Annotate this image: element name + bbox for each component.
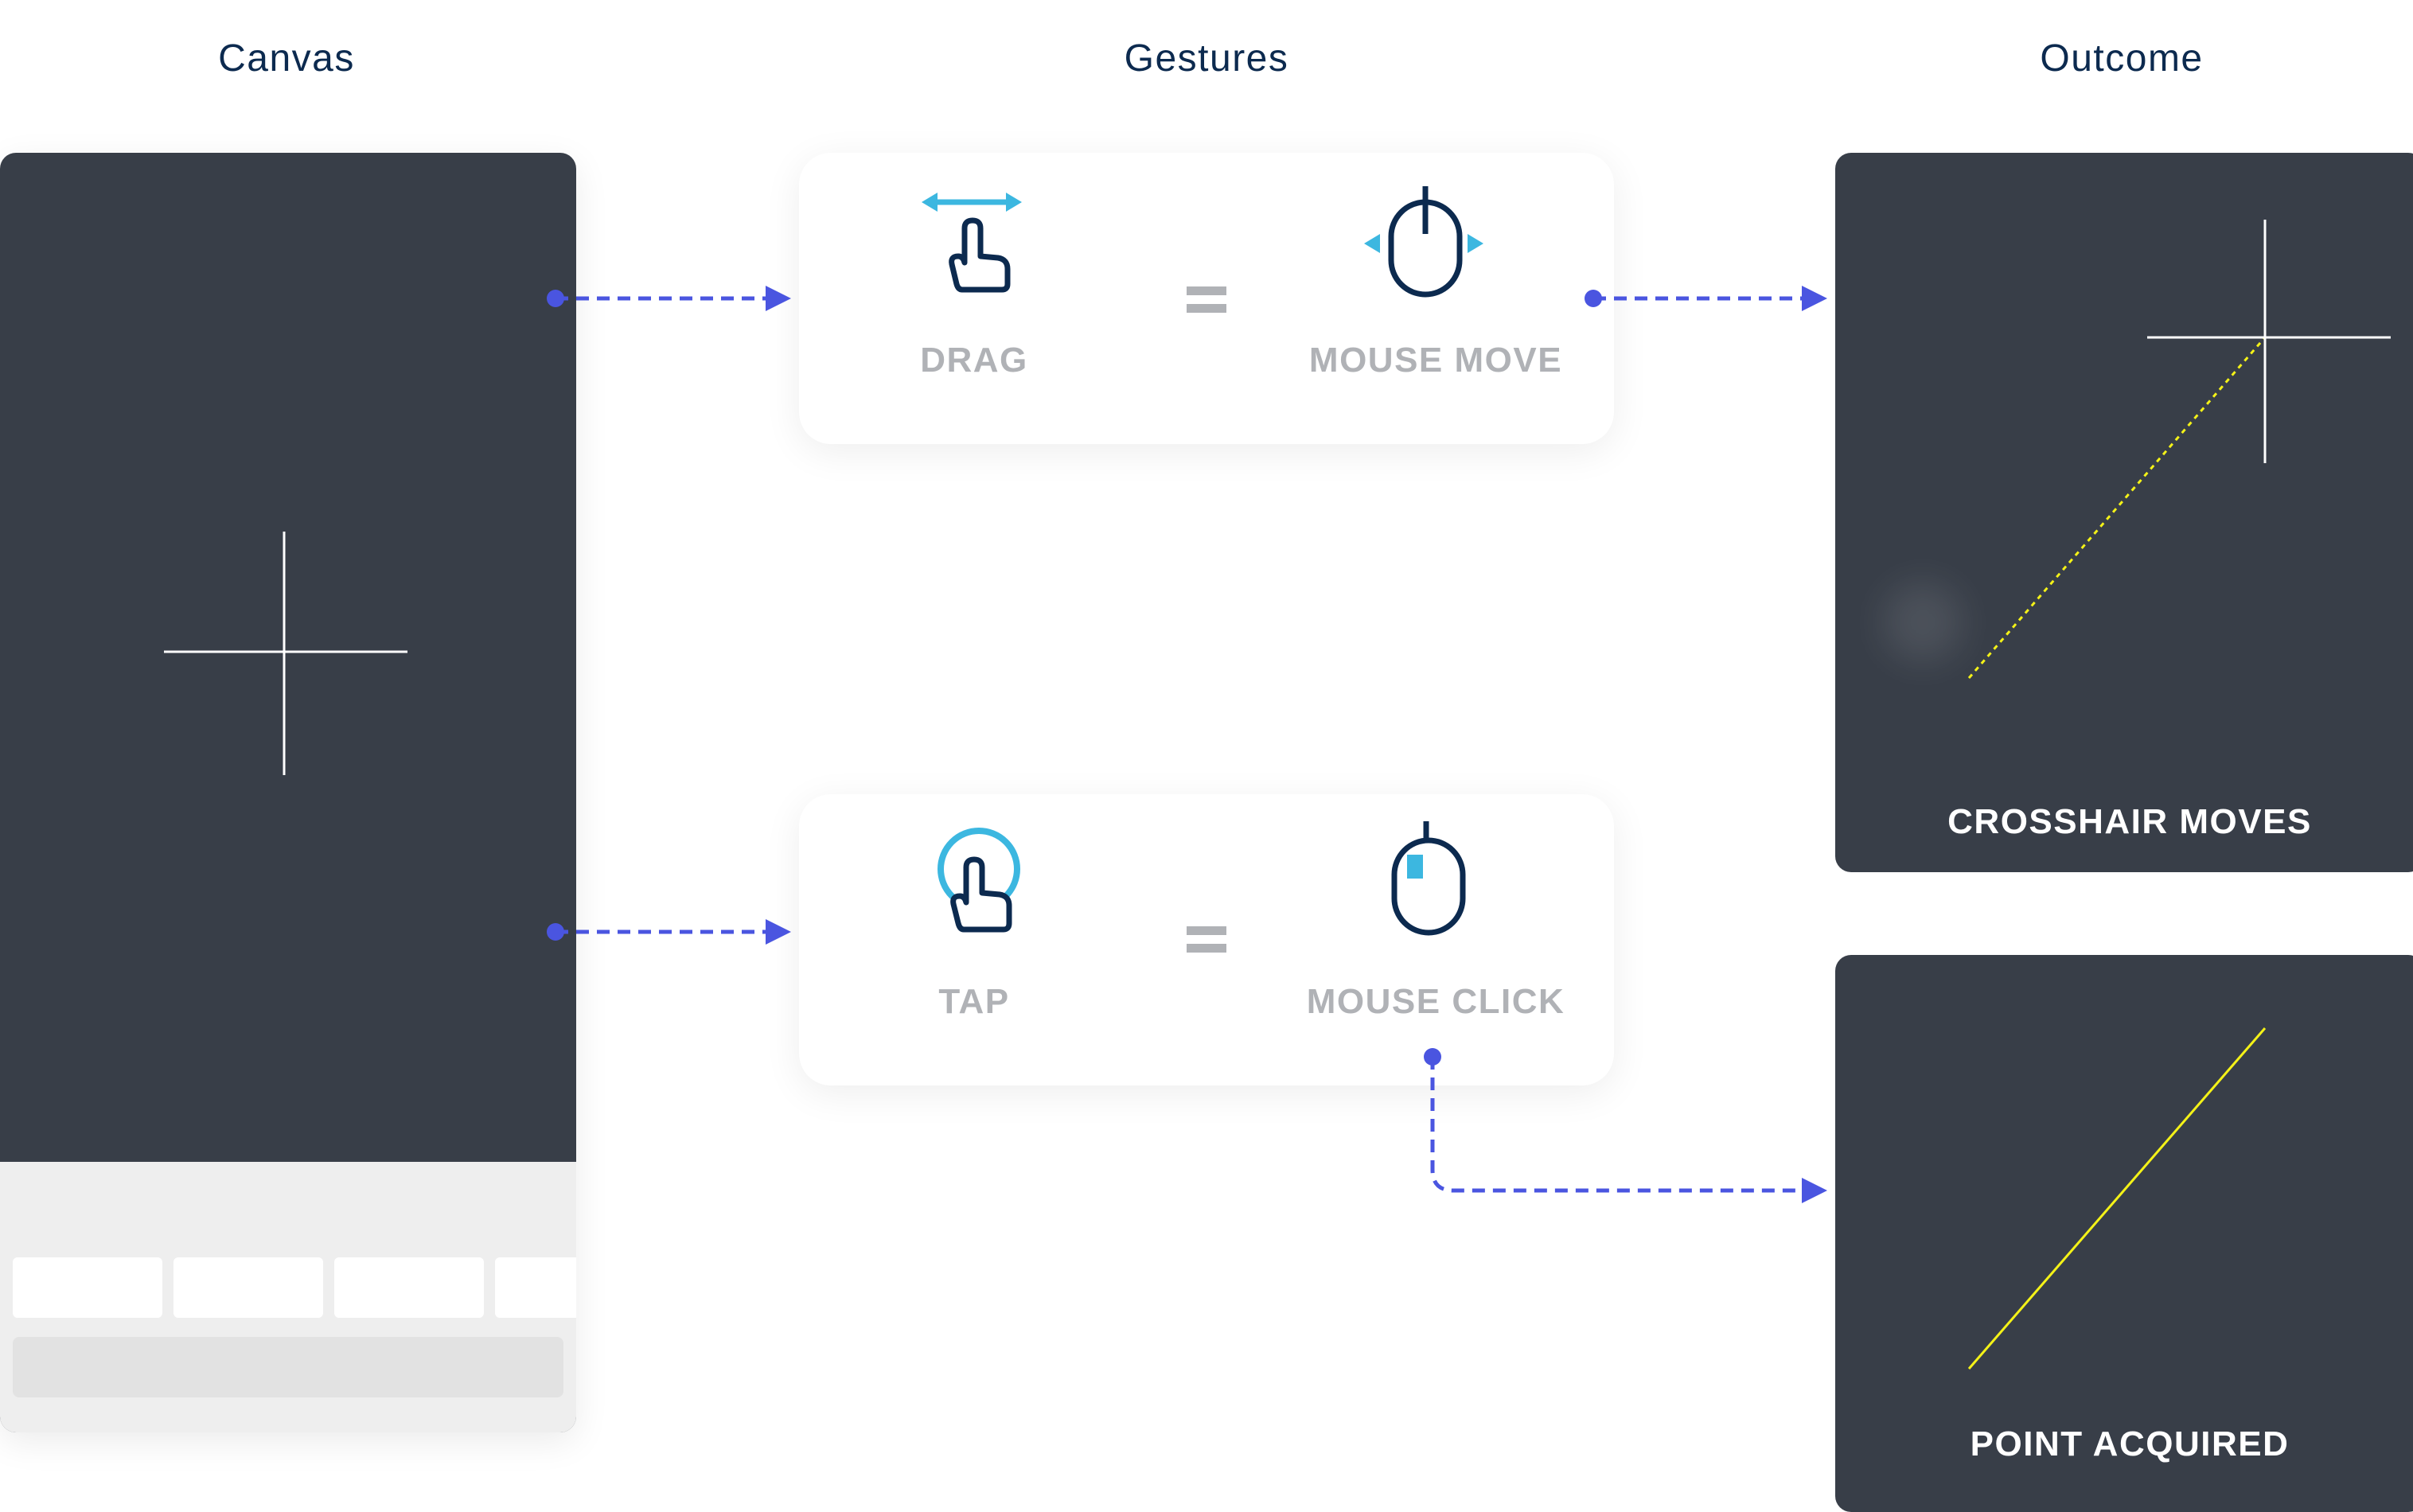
canvas-crosshair-icon — [164, 532, 407, 775]
connector-arrow-head — [766, 286, 791, 311]
canvas-toolbar — [0, 1162, 576, 1432]
acquired-line — [1967, 1027, 2267, 1370]
drag-hand-icon — [922, 193, 1022, 293]
mouse-click-label: MOUSE CLICK — [1306, 982, 1565, 1021]
toolbar-button-2[interactable] — [173, 1257, 323, 1318]
outcome-point-acquired-panel: POINT ACQUIRED — [1835, 955, 2413, 1512]
connector-dot-start — [1585, 290, 1602, 307]
trace-line — [1967, 337, 2267, 679]
mouse-move-icon — [1364, 186, 1483, 298]
mouse-move-label: MOUSE MOVE — [1308, 341, 1563, 380]
gesture-card-drag: DRAG MOUSE MOVE — [799, 153, 1614, 444]
drag-label: DRAG — [920, 341, 1028, 380]
outcome-crosshair-moves-panel: CROSSHAIR MOVES — [1835, 153, 2413, 872]
moved-crosshair-icon — [2147, 220, 2391, 463]
crosshair-moves-label: CROSSHAIR MOVES — [1947, 802, 2312, 841]
outcome-column-title: Outcome — [2040, 37, 2204, 80]
mouse-click-icon — [1391, 821, 1466, 936]
equals-icon — [1187, 926, 1226, 958]
point-acquired-label: POINT ACQUIRED — [1970, 1424, 2290, 1463]
connector-arrow-head — [1802, 1178, 1827, 1203]
connector-dot-start — [1424, 1048, 1441, 1066]
tap-label: TAP — [938, 982, 1010, 1021]
canvas-panel[interactable] — [0, 153, 576, 1432]
toolbar-button-1[interactable] — [13, 1257, 162, 1318]
equals-icon — [1187, 286, 1226, 318]
gesture-card-tap: TAP MOUSE CLICK — [799, 794, 1614, 1085]
connector-dot-start — [547, 290, 564, 307]
tap-hand-icon — [938, 828, 1020, 933]
ghost-crosshair-icon — [1883, 583, 1963, 662]
toolbar-button-4[interactable] — [495, 1257, 576, 1318]
gestures-column-title: Gestures — [1124, 37, 1289, 80]
toolbar-input-bar[interactable] — [13, 1337, 563, 1397]
connector-arrow-head — [766, 919, 791, 945]
canvas-column-title: Canvas — [218, 37, 355, 80]
toolbar-button-3[interactable] — [334, 1257, 484, 1318]
connector-dot-start — [547, 923, 564, 941]
connector-arrow-head — [1802, 286, 1827, 311]
